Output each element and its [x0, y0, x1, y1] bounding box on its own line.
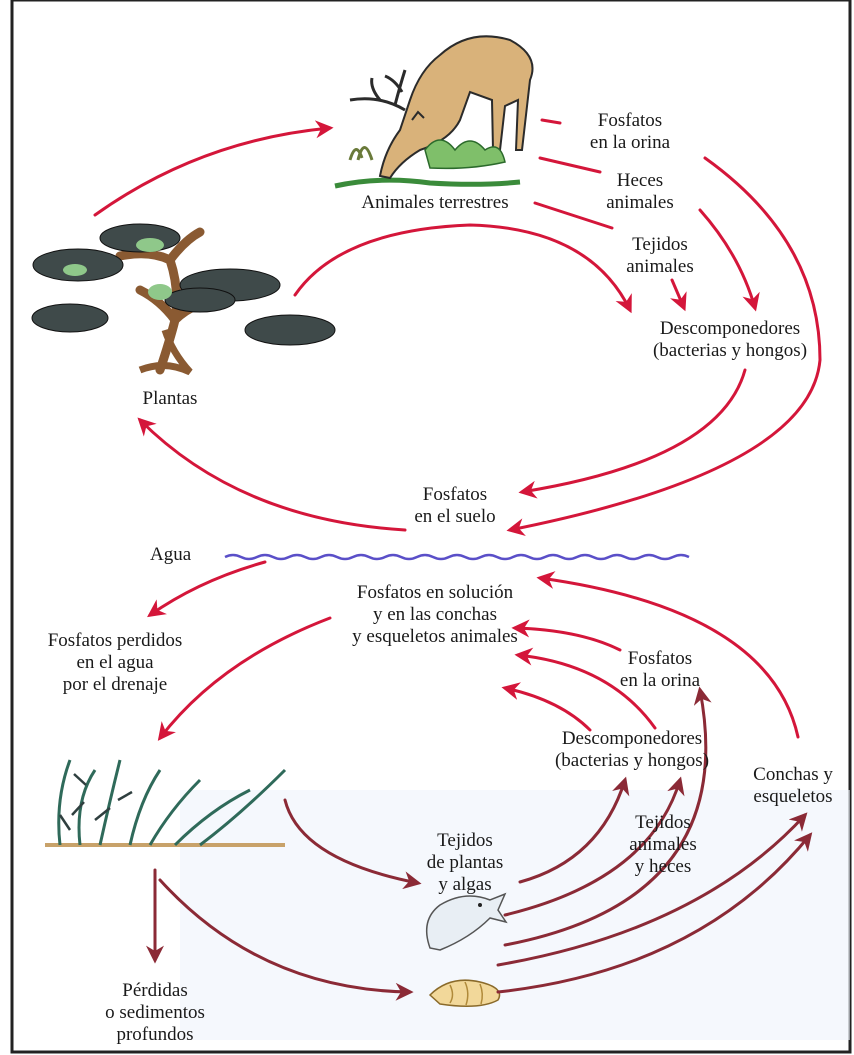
arrow-solution-to-seaweed — [157, 616, 332, 741]
label-descomponedores-bottom: Descomponedores (bacterias y hongos) — [554, 728, 710, 771]
arrow-plants-to-animals — [93, 120, 334, 217]
label-conchas-esqueletos: Conchas y esqueletos — [753, 764, 833, 807]
arrow-fish-to-urine — [503, 686, 712, 947]
arrow-decomp-to-solution-2 — [501, 682, 592, 732]
label-perdidas-sedimentos: Pérdidas o sedimentos profundos — [105, 980, 205, 1045]
label-fosfatos-solucion: Fosfatos en solución y en las conchas y … — [352, 582, 518, 647]
label-fosfatos-perdidos: Fosfatos perdidos en el agua por el dren… — [47, 630, 183, 695]
label-tejidos-animales-heces: Tejidos animales y heces — [629, 812, 697, 877]
label-animales-terrestres: Animales terrestres — [361, 192, 509, 213]
label-heces-animales: Heces animales — [606, 170, 674, 213]
label-tejidos-plantas-algas: Tejidos de plantas y algas — [426, 830, 504, 895]
arrow-fish-to-shells — [496, 812, 808, 967]
arrow-shells-to-solution — [536, 571, 800, 739]
arrow-feces-to-decomposers — [698, 208, 760, 312]
frame-border — [10, 0, 852, 1054]
tree-icon — [31, 223, 336, 376]
arrow-decomposers-to-soil — [518, 368, 747, 499]
water-surface-line — [224, 553, 690, 561]
label-fosfatos-suelo: Fosfatos en el suelo — [414, 484, 496, 527]
arrow-seaweed-to-shell — [158, 878, 414, 1001]
arrow-shell-to-shells — [496, 832, 813, 994]
arrow-water-to-lost — [147, 560, 267, 618]
arrow-urine-to-soil — [506, 156, 822, 536]
arrow-urine-to-solution — [511, 619, 622, 652]
label-fosfatos-orina-top: Fosfatos en la orina — [589, 110, 671, 153]
arrow-soil-to-plants — [137, 417, 407, 532]
deer-icon — [334, 35, 534, 189]
arrow-tissue-to-decomposers — [670, 278, 687, 312]
seaweed-icon — [45, 759, 287, 847]
underwater-wash — [180, 790, 850, 1040]
arrow-fish-to-decomposers — [503, 776, 685, 917]
arrow-decomp-to-solution-1 — [514, 647, 657, 730]
label-fosfatos-orina-bottom: Fosfatos en la orina — [619, 648, 701, 691]
label-agua: Agua — [150, 544, 192, 565]
arrow-animals-to-tissue — [533, 201, 614, 230]
arrow-animals-to-feces — [538, 156, 602, 174]
fish-icon — [425, 892, 508, 951]
arrow-seaweed-to-tissue — [283, 798, 422, 890]
label-tejidos-animales-top: Tejidos animales — [626, 234, 694, 277]
arrow-plants-to-decomposers — [293, 223, 632, 314]
label-descomponedores-top: Descomponedores (bacterias y hongos) — [652, 318, 808, 361]
label-plantas: Plantas — [142, 388, 198, 409]
arrow-animals-to-urine — [540, 118, 562, 125]
arrow-tissue-to-decomposers — [518, 776, 630, 884]
